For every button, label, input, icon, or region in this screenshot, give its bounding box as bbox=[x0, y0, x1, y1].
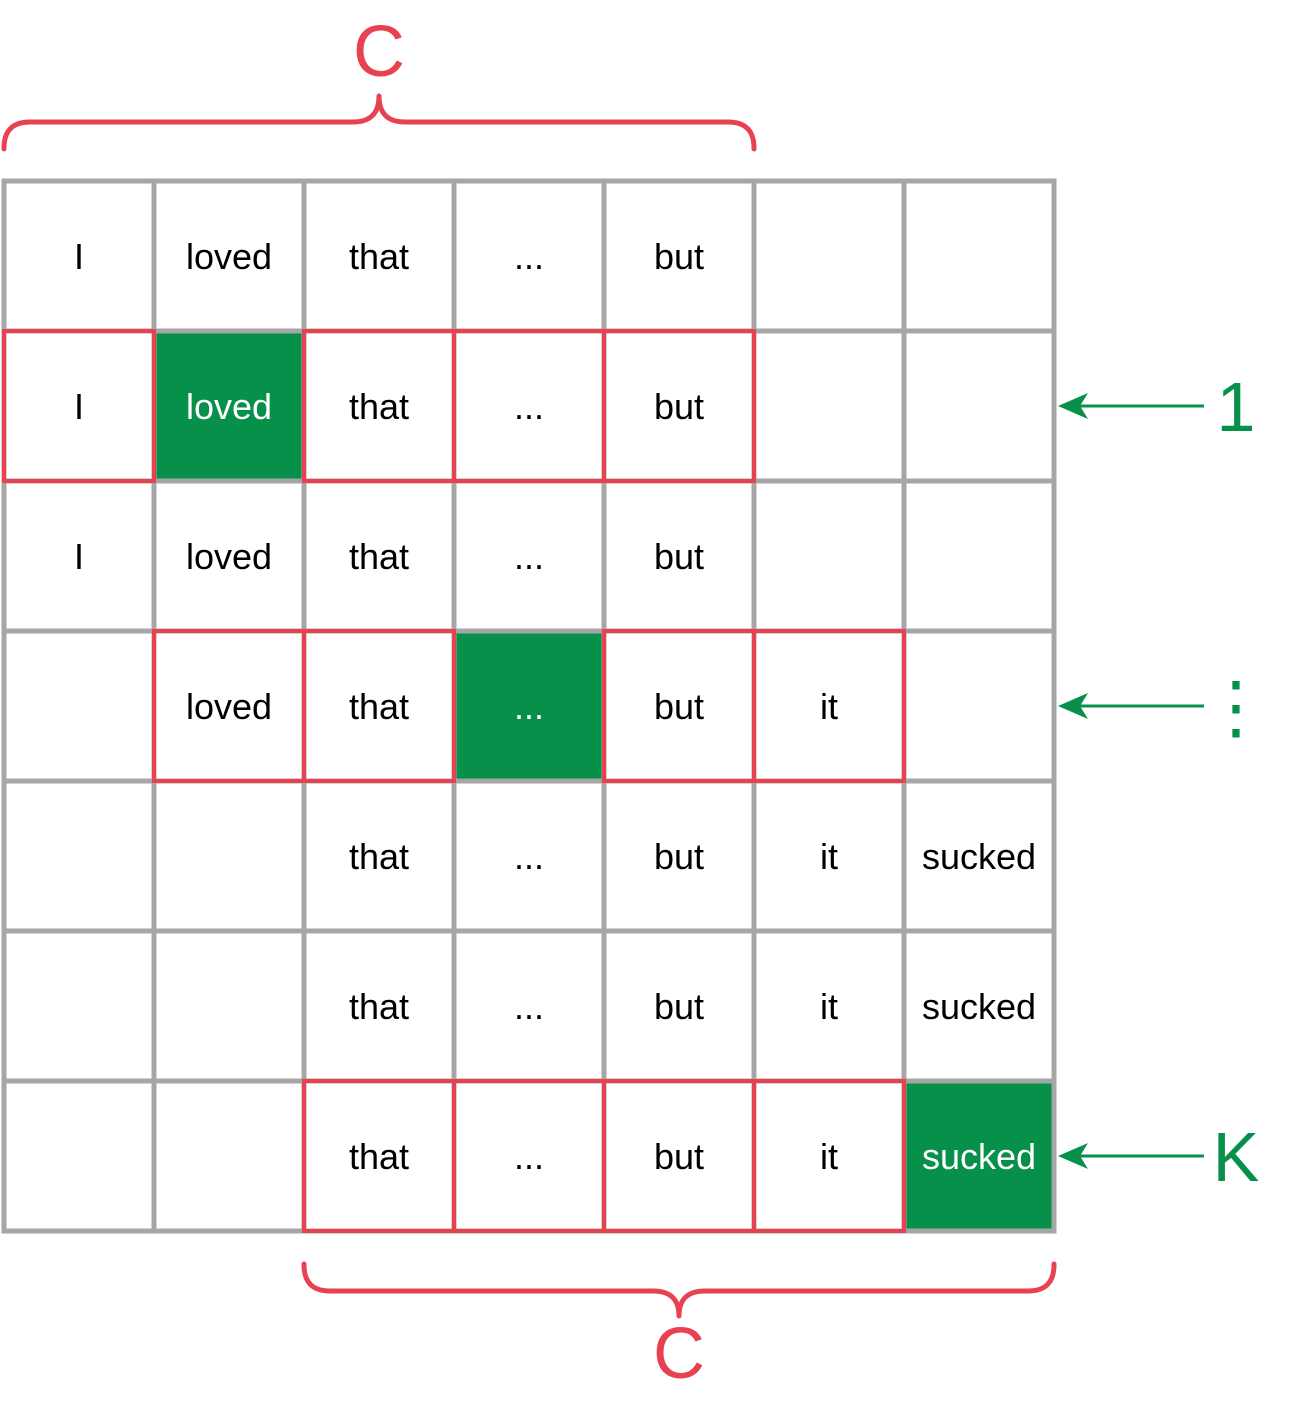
cell-word: loved bbox=[186, 236, 272, 277]
context-window-cell bbox=[602, 329, 756, 483]
cell-word: it bbox=[820, 986, 838, 1027]
cell-word: but bbox=[654, 536, 704, 577]
context-window-cell bbox=[302, 629, 456, 783]
cell-word: I bbox=[74, 386, 84, 427]
cell-word: but bbox=[654, 836, 704, 877]
target-word: loved bbox=[186, 386, 272, 427]
cell-word: but bbox=[654, 1136, 704, 1177]
cell-word: ... bbox=[514, 236, 544, 277]
context-window-cell bbox=[752, 629, 906, 783]
cell-word: loved bbox=[186, 536, 272, 577]
arrow-label: ⋮ bbox=[1201, 668, 1271, 746]
arrow-head bbox=[1058, 393, 1088, 419]
cell-word: I bbox=[74, 236, 84, 277]
cell-word: I bbox=[74, 536, 84, 577]
top-brace-label: C bbox=[353, 12, 405, 92]
cell-word: sucked bbox=[922, 836, 1036, 877]
top-context-brace: C bbox=[1, 12, 757, 152]
arrow-head bbox=[1058, 1143, 1088, 1169]
cell-word: that bbox=[349, 536, 409, 577]
row-arrows: 1 ⋮ K bbox=[1058, 368, 1271, 1196]
bottom-brace-label: C bbox=[653, 1314, 705, 1394]
target-word: sucked bbox=[922, 1136, 1036, 1177]
cell-word: ... bbox=[514, 836, 544, 877]
cell-word: ... bbox=[514, 536, 544, 577]
cell-word: but bbox=[654, 686, 704, 727]
cell-word: it bbox=[820, 836, 838, 877]
cell-word: that bbox=[349, 986, 409, 1027]
arrow-head bbox=[1058, 693, 1088, 719]
cell-word: but bbox=[654, 986, 704, 1027]
cell-word: that bbox=[349, 836, 409, 877]
cell-word: it bbox=[820, 686, 838, 727]
bottom-brace-shape bbox=[301, 1261, 1057, 1319]
cell-word: it bbox=[820, 1136, 838, 1177]
cell-word: sucked bbox=[922, 986, 1036, 1027]
context-window-cell bbox=[752, 1079, 906, 1233]
cell-word: but bbox=[654, 386, 704, 427]
context-windows bbox=[2, 329, 906, 1233]
top-brace-shape bbox=[1, 93, 757, 152]
arrow-label: K bbox=[1213, 1118, 1260, 1196]
target-cell-fill bbox=[152, 329, 306, 483]
grid-cells bbox=[152, 329, 1056, 1233]
cell-word: ... bbox=[514, 986, 544, 1027]
target-word: ... bbox=[514, 686, 544, 727]
cell-word: ... bbox=[514, 386, 544, 427]
arrow-label: 1 bbox=[1217, 368, 1256, 446]
target-cell-fill bbox=[902, 1079, 1056, 1233]
target-cell-fill bbox=[452, 629, 606, 783]
bottom-context-brace: C bbox=[301, 1261, 1057, 1394]
cell-word: but bbox=[654, 236, 704, 277]
cell-word: loved bbox=[186, 686, 272, 727]
context-window-cell bbox=[2, 329, 156, 483]
cell-word: that bbox=[349, 1136, 409, 1177]
cell-word: that bbox=[349, 386, 409, 427]
cell-word: ... bbox=[514, 1136, 544, 1177]
cell-word: that bbox=[349, 236, 409, 277]
cell-word: that bbox=[349, 686, 409, 727]
